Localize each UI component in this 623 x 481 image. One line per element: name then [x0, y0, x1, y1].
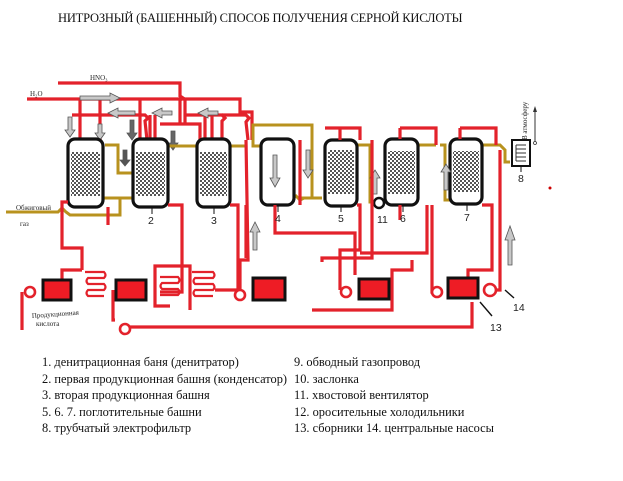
hno3-label: HNO₃	[90, 74, 108, 82]
pump	[23, 285, 37, 299]
label-8: 8	[518, 173, 524, 185]
legend-item: 12. оросительные холодильники	[294, 404, 465, 419]
pump	[339, 285, 353, 299]
collector	[357, 277, 391, 301]
roast-gas-label-1: Обжиговый	[16, 204, 51, 212]
arrow-down-icon	[126, 119, 138, 141]
tower-3-second-production	[195, 137, 232, 209]
arrow-left-icon	[107, 107, 136, 119]
pump	[118, 322, 132, 336]
vessel-4-bypass	[259, 137, 314, 207]
pump	[430, 285, 444, 299]
legend-right: 9. обводный газопровод 10. заслонка 11. …	[294, 354, 494, 437]
label-6: 6	[400, 213, 406, 225]
label-5: 5	[338, 213, 344, 225]
pump	[482, 282, 498, 298]
arrow-down-icon	[302, 149, 314, 179]
arrow-left-icon	[197, 107, 219, 119]
central-pumps-14	[23, 282, 498, 336]
arrow-down-icon	[94, 123, 106, 141]
legend-item: 11. хвостовой вентилятор	[294, 388, 429, 403]
roast-gas-label-2: газ	[20, 220, 29, 228]
pump	[233, 288, 247, 302]
label-2: 2	[148, 215, 154, 227]
collector	[446, 276, 480, 300]
legend-item: 8. трубчатый электрофильтр	[42, 421, 192, 436]
arrow-right-icon	[79, 92, 121, 104]
product-acid-label-1: Продукционная	[32, 309, 80, 320]
tail-fan-11	[372, 196, 386, 210]
legend-item: 5. 6. 7. поглотительные башни	[42, 404, 202, 419]
tower-1-denitrator	[66, 137, 105, 209]
legend-left: 1. денитрационная баня (денитратор) 2. п…	[42, 354, 287, 437]
legend-item: 13. сборники 14. центральные насосы	[294, 421, 495, 436]
label-7: 7	[464, 212, 470, 224]
collector	[114, 278, 148, 302]
tower-7-absorption	[448, 137, 484, 206]
flow-arrows-top	[64, 92, 219, 167]
tower-6-absorption	[383, 137, 420, 207]
collectors-13	[41, 276, 480, 302]
arrow-up-icon	[440, 163, 452, 191]
label-14: 14	[513, 302, 525, 314]
arrow-up-icon	[504, 224, 516, 266]
diagram-title: НИТРОЗНЫЙ (БАШЕННЫЙ) СПОСОБ ПОЛУЧЕНИЯ СЕ…	[58, 11, 463, 25]
tower-2-condenser	[131, 137, 170, 209]
h2o-supply-line	[27, 97, 254, 140]
legend-item: 3. вторая продукционная башня	[42, 388, 210, 403]
collector	[41, 278, 73, 302]
product-acid-label-2: кислота	[36, 320, 60, 328]
arrow-down-icon	[269, 154, 281, 188]
label-11: 11	[377, 214, 388, 226]
arrow-up-icon	[249, 221, 261, 251]
arrow-down-icon	[119, 149, 131, 167]
arrow-left-icon	[151, 107, 173, 119]
tower-5-absorption	[323, 138, 359, 208]
h2o-label: H₂O	[30, 90, 43, 98]
collector	[251, 276, 287, 302]
label-13: 13	[490, 322, 502, 334]
to-atmosphere-label: В атмосферу	[521, 101, 529, 140]
irrigation-coolers-12	[85, 270, 216, 298]
legend-item: 1. денитрационная баня (денитратор)	[42, 355, 239, 369]
hno3-supply-line	[58, 81, 186, 123]
arrow-down-icon	[64, 116, 76, 138]
legend-item: 2. первая продукционная башня (конденсат…	[42, 371, 288, 386]
label-4: 4	[275, 213, 281, 225]
label-3: 3	[211, 215, 217, 227]
legend-item: 10. заслонка	[294, 371, 359, 386]
legend-item: 9. обводный газопровод	[294, 355, 421, 369]
